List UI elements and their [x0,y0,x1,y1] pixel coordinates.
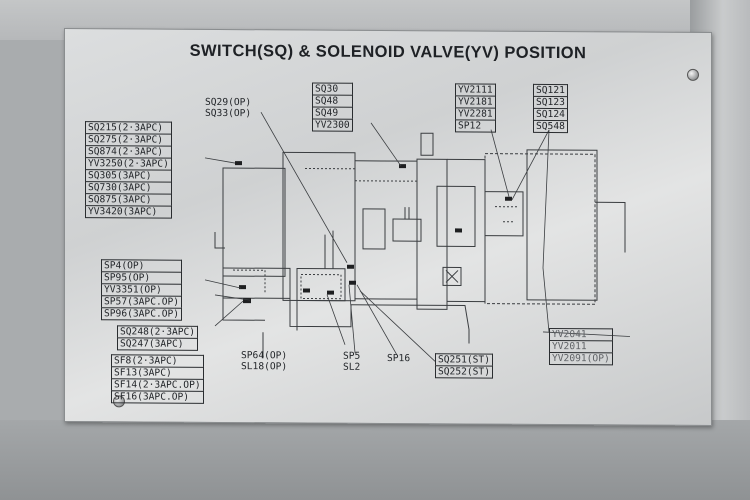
label-yv2041: YV2041 [549,327,613,341]
label-group-top-center: SQ30 SQ48 SQ49 YV2300 [312,82,353,132]
label-sq252: SQ252(ST) [435,365,493,379]
label-sq548: SQ548 [533,119,568,134]
label-sp64: SP64(OP) [241,350,288,362]
label-group-bottom-st: SQ251(ST) SQ252(ST) [435,353,493,379]
label-sp5: SP5 [343,350,361,362]
label-sq875: SQ875(3APC) [85,193,172,206]
label-sq30: SQ30 [312,82,353,95]
label-sq275: SQ275(2·3APC) [85,133,172,146]
label-sq874: SQ874(2·3APC) [85,145,172,158]
label-sp96: SP96(3APC.OP) [101,307,183,321]
label-sl2: SL2 [343,361,361,373]
label-sq121: SQ121 [533,83,568,97]
label-sq215: SQ215(2·3APC) [85,121,172,134]
label-yv3250: YV3250(2·3APC) [85,157,172,170]
label-sl18: SL18(OP) [241,361,288,373]
label-yv2181: YV2181 [455,95,496,108]
label-yv2281: YV2281 [455,107,496,120]
label-sp16: SP16 [387,352,411,365]
label-sp57: SP57(3APC.OP) [101,295,183,308]
label-group-right-lower: YV2041 YV2011 YV2091(OP) [549,327,613,366]
label-group-left-mid: SP4(OP) SP95(OP) YV3351(OP) SP57(3APC.OP… [101,259,183,321]
label-yv2011: YV2011 [549,339,613,353]
label-sq124: SQ124 [533,107,568,121]
label-yv2111: YV2111 [455,83,496,96]
background-wall-bottom [0,420,750,500]
label-yv2300: YV2300 [312,118,353,132]
label-sq33: SQ33(OP) [205,107,252,120]
label-sq305: SQ305(3APC) [85,169,172,182]
label-sf14: SF14(2·3APC.OP) [111,378,204,391]
label-sq730: SQ730(3APC) [85,181,172,194]
machine-diagram [204,112,631,362]
label-sq247: SQ247(3APC) [117,337,199,351]
label-sf16: SF16(3APC.OP) [111,390,204,404]
label-plate: SWITCH(SQ) & SOLENOID VALVE(YV) POSITION [64,28,712,426]
label-sq29: SQ29(OP) [205,96,252,109]
label-sq248: SQ248(2·3APC) [117,325,199,338]
label-yv3420: YV3420(3APC) [85,205,172,219]
label-group-top-right-a: YV2111 YV2181 YV2281 SP12 [455,83,496,133]
label-sq251: SQ251(ST) [435,353,493,366]
label-sf13: SF13(3APC) [111,366,204,379]
label-yv2091: YV2091(OP) [549,351,613,366]
label-sq49: SQ49 [312,106,353,119]
label-sf8: SF8(2·3APC) [111,354,204,367]
label-yv3351: YV3351(OP) [101,283,183,296]
label-group-left-lower: SQ248(2·3APC) SQ247(3APC) [117,325,199,351]
label-sq123: SQ123 [533,95,568,109]
label-sp4: SP4(OP) [101,259,183,272]
label-sq48: SQ48 [312,94,353,107]
label-sp12: SP12 [455,119,496,133]
label-group-left-bottom: SF8(2·3APC) SF13(3APC) SF14(2·3APC.OP) S… [111,354,204,404]
label-group-left-upper: SQ215(2·3APC) SQ275(2·3APC) SQ874(2·3APC… [85,121,172,219]
label-group-top-right-b: SQ121 SQ123 SQ124 SQ548 [533,83,568,134]
label-sp95: SP95(OP) [101,271,183,284]
